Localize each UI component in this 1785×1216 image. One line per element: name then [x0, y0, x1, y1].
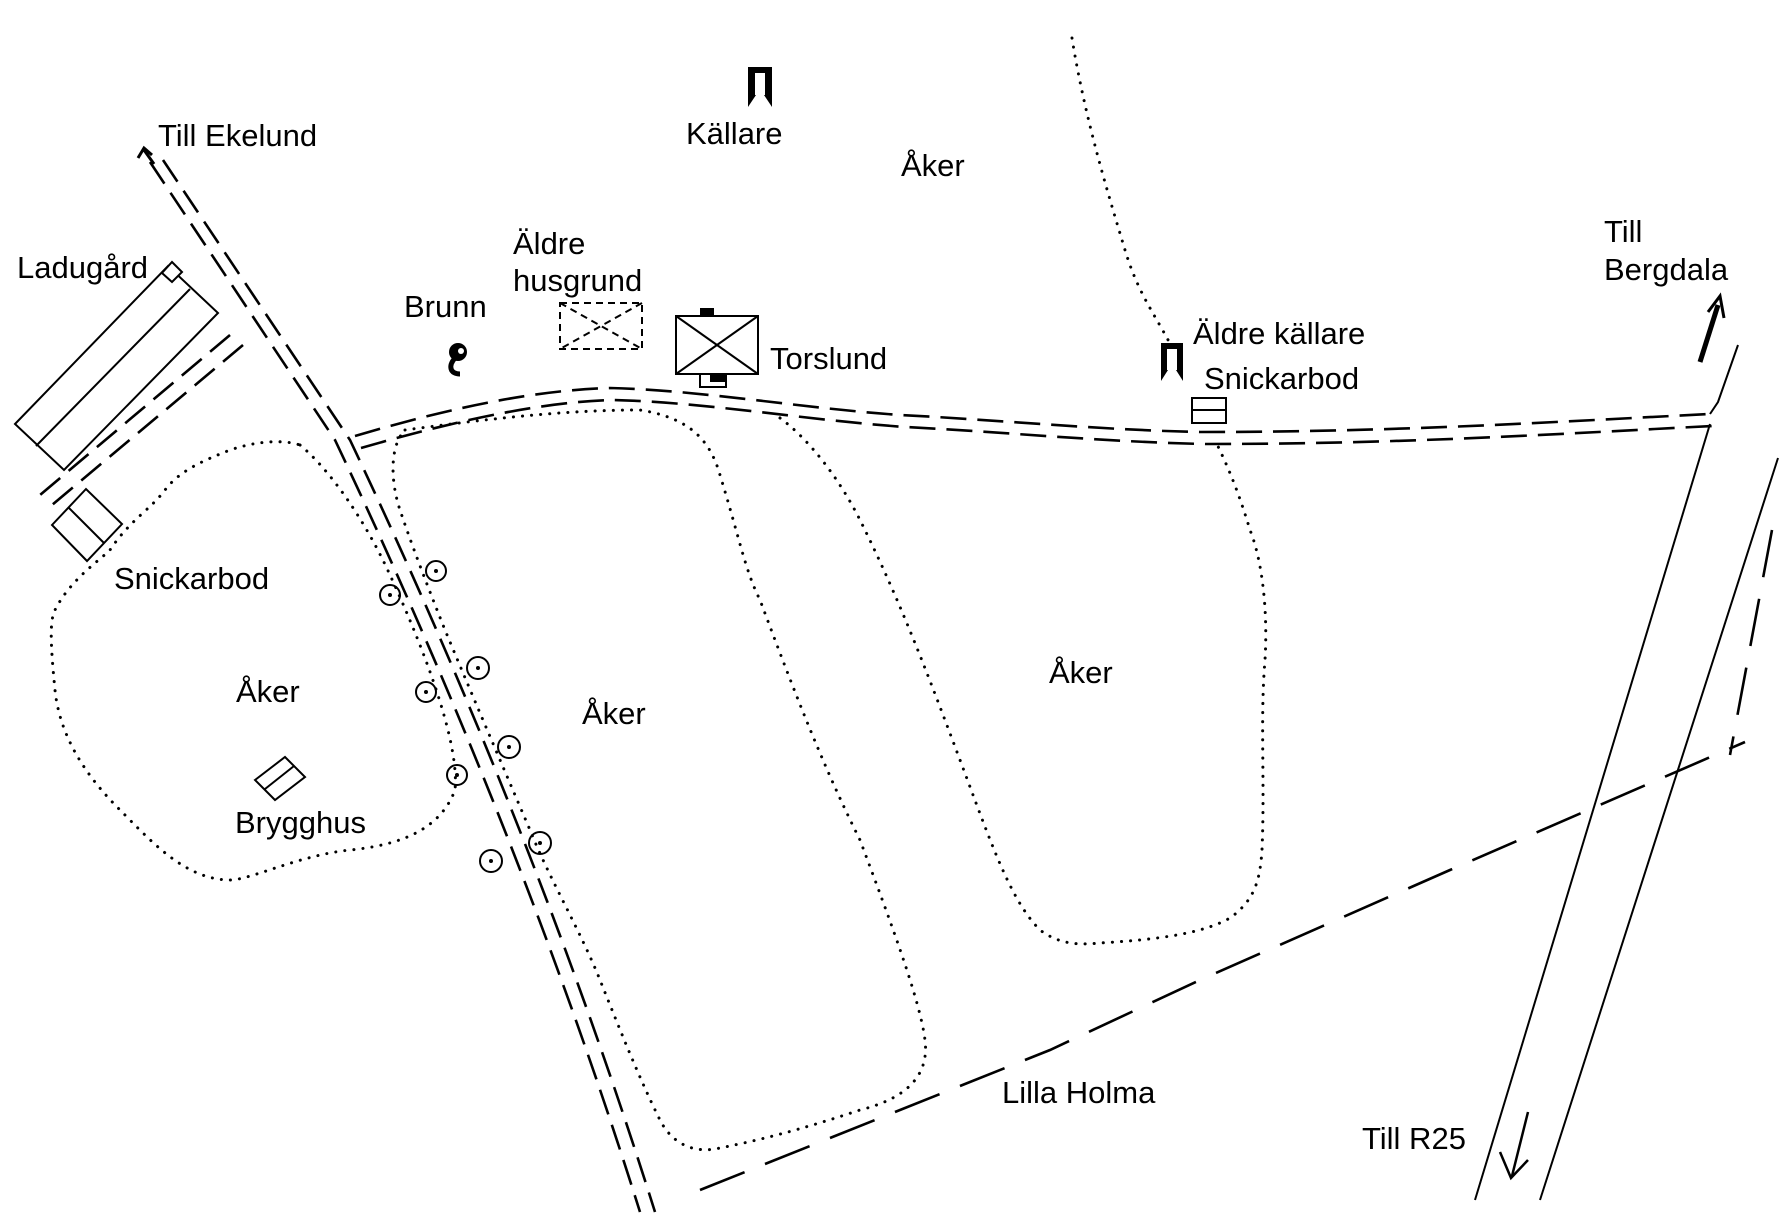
- label-aker-center: Åker: [582, 696, 646, 731]
- label-ladugard: Ladugård: [17, 250, 148, 285]
- well-icon: [448, 343, 467, 377]
- arrow-to-bergdala-icon: [1697, 292, 1726, 363]
- label-lilla-holma: Lilla Holma: [1002, 1075, 1156, 1110]
- tree-icon: [528, 831, 552, 855]
- label-brygghus: Brygghus: [235, 805, 366, 840]
- field-east-boundary: [778, 416, 1268, 946]
- snickarbod-east-building: [1191, 397, 1227, 424]
- torslund-house: [675, 308, 759, 388]
- tree-icon: [466, 656, 490, 680]
- tree-icon: [479, 849, 503, 873]
- label-torslund: Torslund: [770, 341, 887, 376]
- arrow-to-r25-icon: [1498, 1111, 1530, 1181]
- road-bergdala-corner: [1709, 344, 1739, 415]
- label-brunn: Brunn: [404, 289, 487, 324]
- main-road: [354, 386, 1713, 450]
- brygghus-building: [253, 755, 307, 802]
- label-aldre-kallare: Äldre källare: [1193, 316, 1365, 351]
- field-center-boundary: [391, 408, 928, 1152]
- label-aker-east: Åker: [1049, 655, 1113, 690]
- aldre-husgrund-ruin: [559, 302, 643, 350]
- tree-icon: [379, 584, 401, 606]
- label-till: Till: [1604, 214, 1642, 249]
- tree-icon: [497, 735, 521, 759]
- snickarbod-west-building: [50, 487, 124, 563]
- label-bergdala: Bergdala: [1604, 252, 1729, 287]
- north-boundary: [1070, 36, 1180, 362]
- aldre-kallare-cellar-icon: [1161, 343, 1183, 381]
- label-till-ekelund: Till Ekelund: [158, 118, 317, 153]
- tree-icon: [415, 681, 437, 703]
- arrow-to-ekelund-icon: [136, 145, 156, 165]
- kallare-cellar-icon: [748, 67, 772, 107]
- tree-icon: [425, 560, 447, 582]
- label-aldre: Äldre: [513, 226, 585, 261]
- label-kallare: Källare: [686, 116, 783, 151]
- label-aker-west: Åker: [236, 674, 300, 709]
- field-west-boundary: [49, 440, 457, 882]
- tree-icon: [446, 764, 468, 786]
- label-snickarbod-west: Snickarbod: [114, 561, 269, 596]
- lilla-holma-line: [699, 740, 1746, 1192]
- highway-r25: [1474, 423, 1779, 1201]
- label-snickarbod-east: Snickarbod: [1204, 361, 1359, 396]
- label-aker-north: Åker: [901, 148, 965, 183]
- label-husgrund: husgrund: [513, 263, 642, 298]
- ladugard-building: [13, 260, 220, 472]
- label-till-r25: Till R25: [1362, 1121, 1466, 1156]
- road-ekelund: [148, 159, 657, 1213]
- road-ladugard-spur: [39, 334, 244, 506]
